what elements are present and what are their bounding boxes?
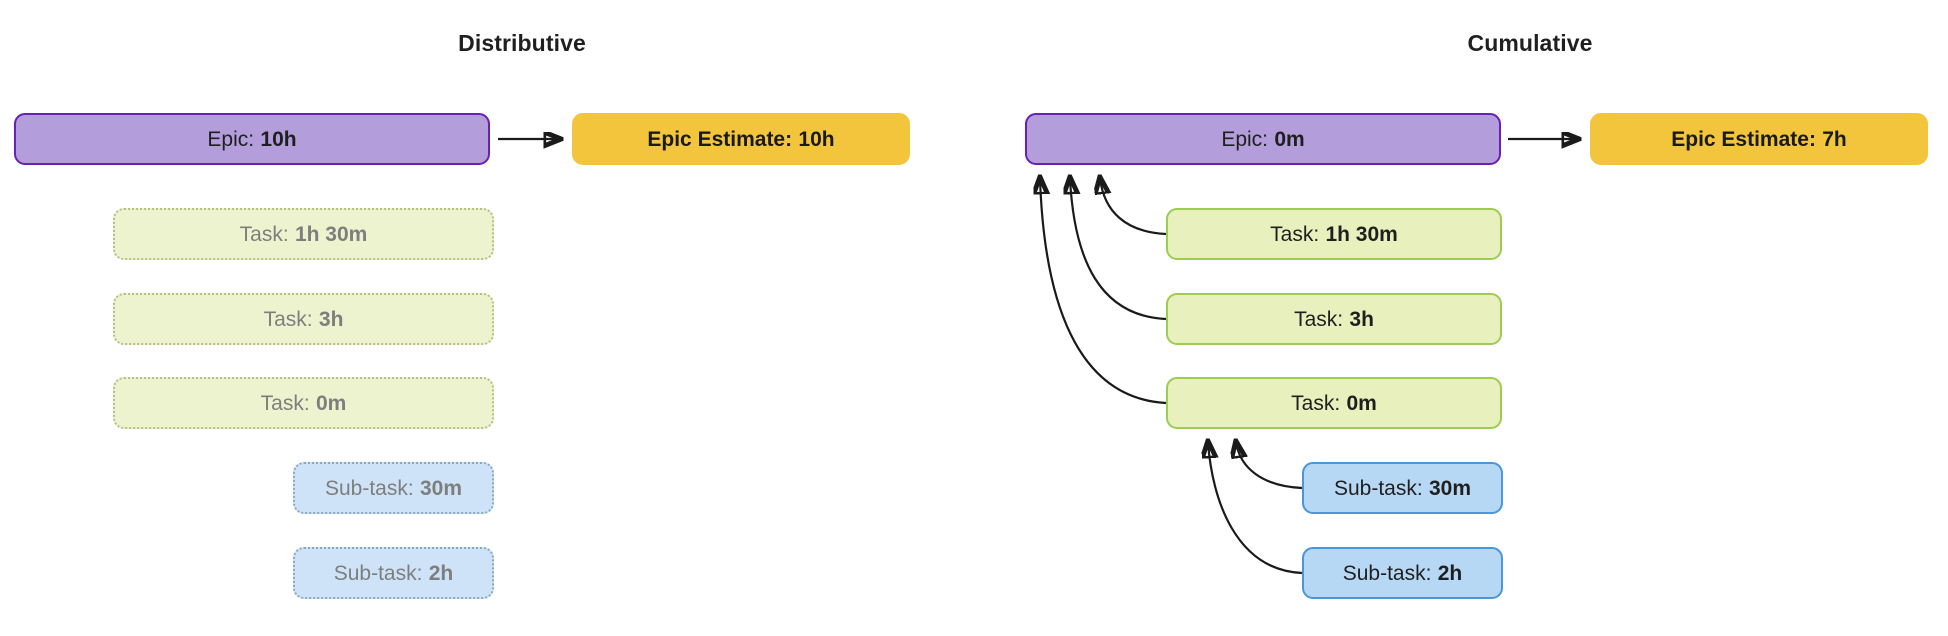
node-value: 7h: [1822, 127, 1847, 151]
cumulative-arrow-task2-to-epic: [1070, 178, 1167, 321]
distributive-task-1[interactable]: Task:1h 30m: [113, 208, 494, 260]
node-value: 1h 30m: [1325, 222, 1398, 246]
node-label: Sub-task:: [1342, 561, 1432, 585]
node-value: 3h: [1349, 307, 1374, 331]
distributive-sub-task-1[interactable]: Sub-task:30m: [293, 462, 494, 514]
node-label: Epic:: [1221, 127, 1269, 151]
panel-title-cumulative: Cumulative: [1467, 30, 1593, 56]
node-label: Sub-task:: [1333, 476, 1423, 500]
cumulative-sub-task-2[interactable]: Sub-task:2h: [1302, 547, 1503, 599]
node-value: 30m: [419, 476, 463, 500]
cumulative-task-3[interactable]: Task:0m: [1166, 377, 1502, 429]
cumulative-arrow-subtask2-to-task3: [1208, 442, 1303, 575]
cumulative-arrow-subtask1-to-task3: [1236, 442, 1303, 490]
node-label: Sub-task:: [324, 476, 414, 500]
node-value: 2h: [1437, 561, 1463, 585]
node-value: 3h: [318, 307, 344, 331]
cumulative-epic[interactable]: Epic:0m: [1025, 113, 1501, 165]
node-label: Sub-task:: [333, 561, 423, 585]
node-label: Task:: [260, 391, 310, 415]
cumulative-arrow-task1-to-epic: [1100, 178, 1167, 236]
distributive-epic-estimate[interactable]: Epic Estimate:10h: [572, 113, 910, 165]
cumulative-arrow-task3-to-epic: [1040, 178, 1167, 405]
node-value: 10h: [260, 127, 297, 151]
node-label: Epic:: [207, 127, 255, 151]
node-label: Task:: [1291, 391, 1341, 415]
node-value: 1h 30m: [294, 222, 368, 246]
node-value: 30m: [1428, 476, 1472, 500]
distributive-task-2[interactable]: Task:3h: [113, 293, 494, 345]
node-value: 0m: [1346, 391, 1377, 415]
distributive-task-3[interactable]: Task:0m: [113, 377, 494, 429]
node-value: 0m: [315, 391, 347, 415]
node-label: Epic Estimate:: [647, 127, 793, 151]
node-label: Task:: [263, 307, 313, 331]
node-label: Epic Estimate:: [1671, 127, 1816, 151]
cumulative-epic-estimate[interactable]: Epic Estimate:7h: [1590, 113, 1928, 165]
node-label: Task:: [239, 222, 289, 246]
node-label: Task:: [1294, 307, 1344, 331]
distributive-sub-task-2[interactable]: Sub-task:2h: [293, 547, 494, 599]
node-value: 0m: [1274, 127, 1305, 151]
node-value: 2h: [428, 561, 454, 585]
node-label: Task:: [1270, 222, 1320, 246]
cumulative-task-1[interactable]: Task:1h 30m: [1166, 208, 1502, 260]
distributive-epic[interactable]: Epic:10h: [14, 113, 490, 165]
panel-title-distributive: Distributive: [458, 30, 586, 56]
cumulative-sub-task-1[interactable]: Sub-task:30m: [1302, 462, 1503, 514]
cumulative-task-2[interactable]: Task:3h: [1166, 293, 1502, 345]
node-value: 10h: [798, 127, 835, 151]
